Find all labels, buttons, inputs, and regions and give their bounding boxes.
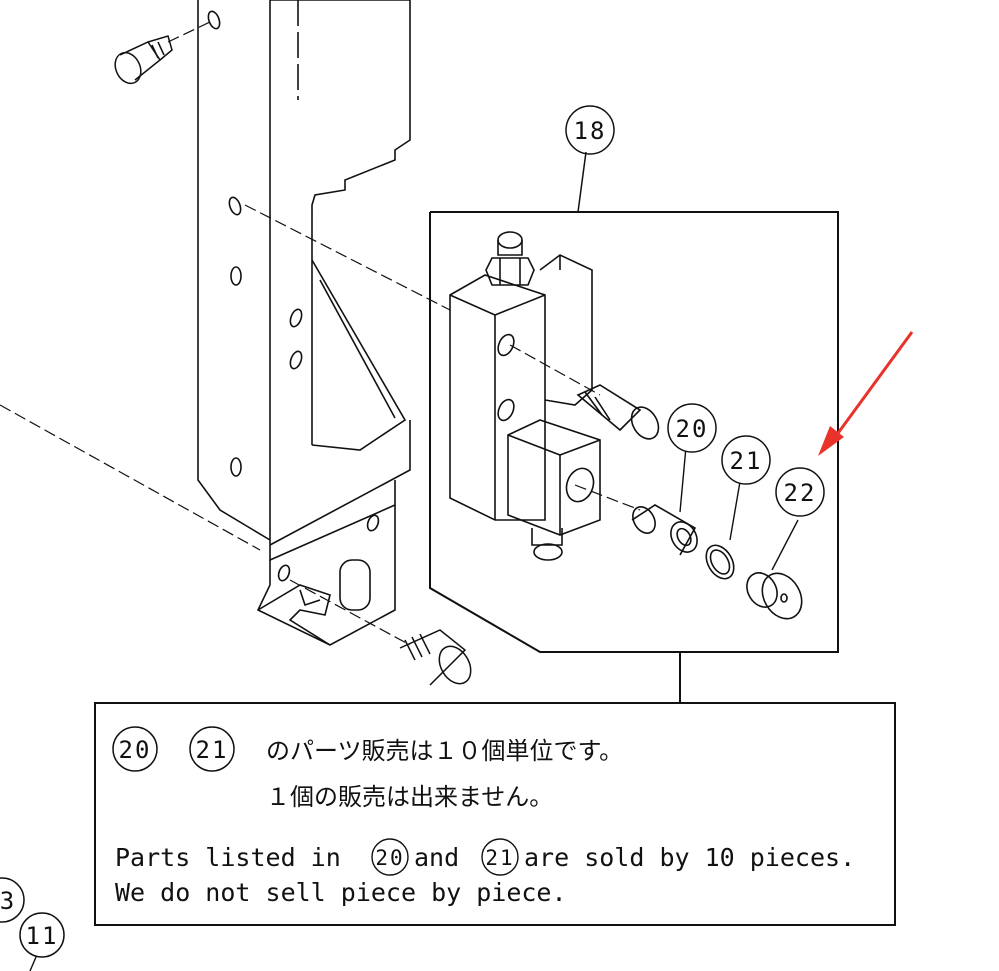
note-en-ref-20: 20 [371,838,409,876]
leader-18 [577,151,587,213]
callout-18: 18 [565,105,615,155]
svg-text:11: 11 [26,922,59,950]
svg-text:20: 20 [375,846,404,870]
callout-11: 11 [19,912,65,971]
red-arrow-icon [818,331,914,456]
svg-text:20: 20 [676,415,709,443]
svg-text:22: 22 [784,479,817,507]
callout-22: 22 [775,467,825,517]
part-20-sleeve [631,504,698,556]
note-en-suffix: are sold by 10 pieces. [524,843,855,872]
part-22-plug [746,572,803,620]
callout-21: 21 [721,435,771,485]
part-21-oring [705,544,735,580]
note-en-line2: We do not sell piece by piece. [115,878,567,907]
svg-text:3: 3 [0,887,16,915]
note-jp-line2: １個の販売は出来ません。 [266,783,553,811]
bolt-top [114,35,173,85]
valve-block [449,231,660,561]
note-en-prefix: Parts listed in [115,843,341,872]
svg-text:21: 21 [730,447,763,475]
note-jp-line1: のパーツ販売は１０個単位です。 [266,737,623,765]
note-ref-21: 21 [189,726,235,772]
note-en-ref-21: 21 [481,838,519,876]
svg-text:21: 21 [485,846,514,870]
assembly-lines [0,21,641,646]
note-box: 20 21 のパーツ販売は１０個単位です。 １個の販売は出来ません。 Parts… [94,702,896,926]
svg-text:20: 20 [119,736,152,764]
bolt-bottom [399,629,472,686]
svg-text:18: 18 [574,117,607,145]
frame-bracket [197,0,411,646]
svg-text:21: 21 [196,736,229,764]
note-en-and: and [414,843,459,872]
note-ref-20: 20 [112,726,158,772]
callout-13-partial: 3 [0,877,25,923]
callout-20: 20 [667,403,717,453]
detail-box [429,211,839,703]
